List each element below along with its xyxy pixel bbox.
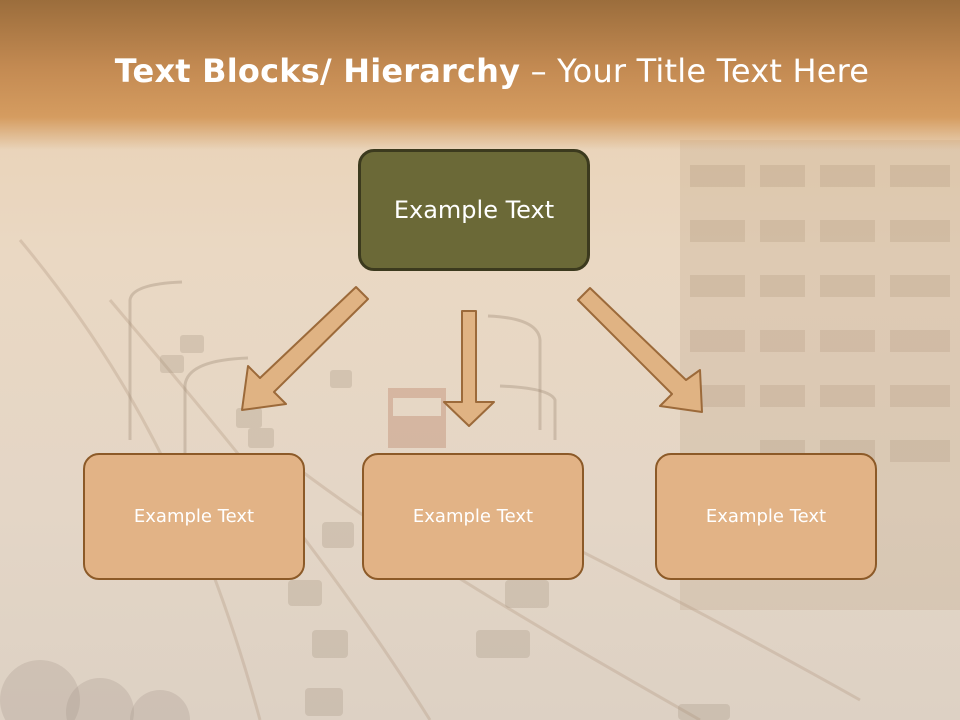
root-node-label: Example Text [393,196,555,224]
child-node-center: Example Text [362,453,584,580]
child-node-label: Example Text [705,506,827,527]
child-node-left: Example Text [83,453,305,580]
arrow-right [577,287,703,413]
slide-title: Text Blocks/ Hierarchy – Your Title Text… [0,52,960,90]
title-regular-part: – Your Title Text Here [520,52,870,90]
arrow-center [443,310,495,427]
root-node: Example Text [358,149,590,271]
child-node-label: Example Text [412,506,534,527]
header-band [0,0,960,150]
child-node-label: Example Text [133,506,255,527]
title-bold-part: Text Blocks/ Hierarchy [114,52,521,90]
child-node-right: Example Text [655,453,877,580]
arrow-left [241,286,369,411]
